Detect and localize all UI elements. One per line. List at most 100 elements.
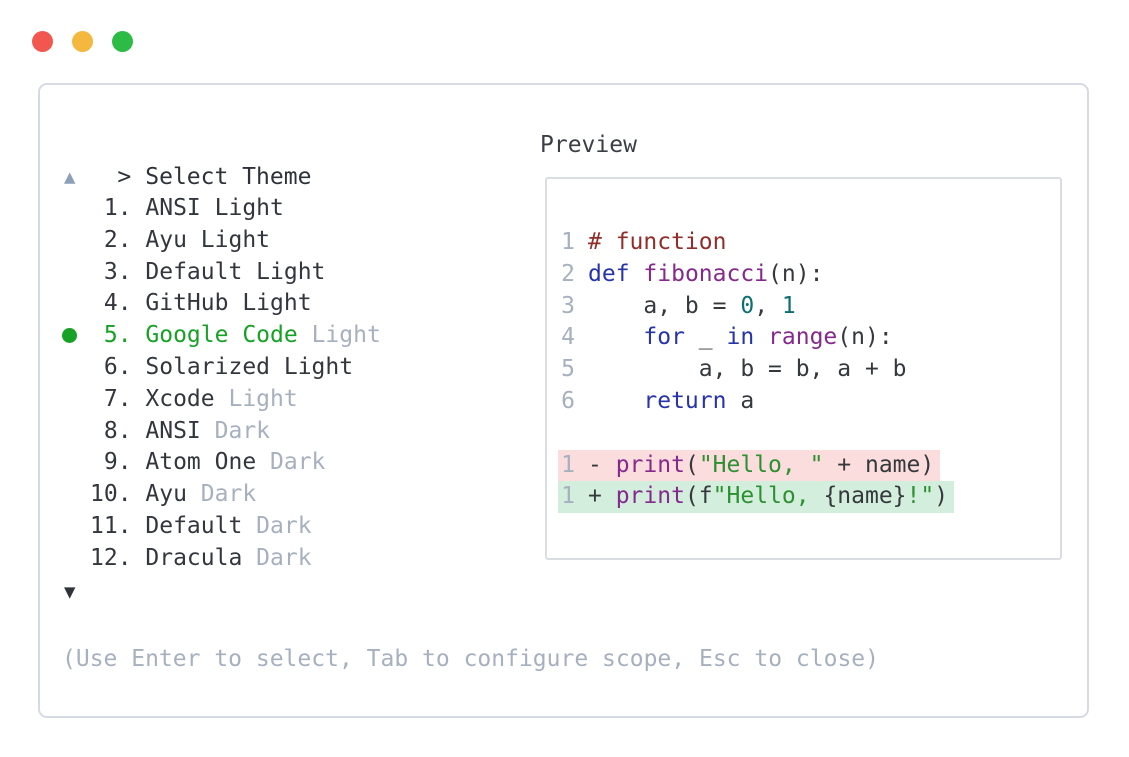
- code-token: -: [588, 451, 616, 478]
- item-number: 6.: [90, 353, 146, 380]
- code-token: ,: [754, 292, 782, 319]
- item-name: Ayu: [145, 481, 187, 508]
- item-name: Default Light: [145, 258, 326, 285]
- minimize-button[interactable]: [72, 31, 93, 52]
- code-token: [588, 324, 643, 350]
- theme-list-item[interactable]: 2. Ayu Light: [62, 225, 381, 257]
- preview-title: Preview: [540, 132, 637, 158]
- code-line: 1# function: [558, 227, 732, 259]
- line-number: 6: [561, 387, 575, 414]
- theme-list-item[interactable]: 4. GitHub Light: [62, 288, 381, 320]
- code-line: 4 for _ in range(n):: [558, 322, 899, 354]
- item-number: 3.: [90, 258, 146, 285]
- line-number: 4: [561, 324, 575, 351]
- code-token: a, b = b, a + b: [588, 356, 907, 383]
- item-number: 5.: [90, 322, 146, 349]
- code-token: {name}: [823, 483, 907, 510]
- code-token: 1: [781, 292, 796, 319]
- item-name: Atom One: [145, 449, 257, 476]
- theme-list-item[interactable]: 1. ANSI Light: [62, 193, 381, 225]
- item-name: Solarized Light: [145, 353, 354, 380]
- code-token: print: [615, 451, 685, 478]
- theme-list: 1. ANSI Light 2. Ayu Light 3. Default Li…: [62, 193, 381, 575]
- code-token: "Hello, ": [698, 451, 824, 478]
- code-token: (n):: [768, 260, 824, 287]
- theme-list-item[interactable]: 3. Default Light: [62, 257, 381, 289]
- code-token: [588, 388, 643, 414]
- scroll-down-icon[interactable]: ▼: [64, 576, 75, 608]
- code-token: "Hello,: [712, 483, 824, 510]
- code-line: 1+ print(f"Hello, {name}!"): [558, 481, 955, 514]
- item-name: GitHub Light: [145, 290, 312, 317]
- theme-list-item[interactable]: 10. Ayu Dark: [62, 479, 381, 511]
- code-token: a: [726, 387, 755, 414]
- line-number: 2: [561, 260, 575, 287]
- code-line: 3 a, b = 0, 1: [558, 291, 802, 323]
- line-number: 3: [561, 292, 575, 319]
- item-number: 12.: [90, 544, 146, 571]
- item-marker: [62, 320, 90, 352]
- code-token: def: [588, 260, 630, 287]
- code-line: 1- print("Hello, " + name): [558, 449, 941, 482]
- scroll-up-icon[interactable]: ▲: [64, 161, 75, 193]
- theme-list-item[interactable]: 9. Atom One Dark: [62, 447, 381, 479]
- code-token: for: [643, 324, 685, 351]
- item-variant: Dark: [200, 417, 271, 444]
- theme-picker-panel: > Select Theme ▲ 1. ANSI Light 2. Ayu Lig…: [38, 83, 1089, 718]
- code-token: (n):: [837, 324, 893, 351]
- code-token: + name): [823, 451, 935, 478]
- item-name: Google Code: [145, 322, 298, 349]
- theme-list-item[interactable]: 12. Dracula Dark: [62, 543, 381, 575]
- item-variant: Dark: [256, 449, 326, 476]
- code-token: return: [643, 387, 727, 414]
- code-line: 2 def fibonacci(n):: [558, 259, 829, 291]
- theme-list-item[interactable]: 11. Default Dark: [62, 511, 381, 543]
- code-token: _: [684, 324, 727, 351]
- code-token: ): [934, 483, 949, 510]
- item-variant: Dark: [242, 544, 312, 571]
- line-number: 1: [561, 229, 575, 255]
- selected-dot-icon: [62, 328, 77, 344]
- code-token: range: [768, 324, 838, 351]
- item-number: 8.: [90, 417, 146, 444]
- code-token: a, b =: [588, 292, 741, 319]
- prompt-chevron-icon: >: [117, 164, 132, 190]
- item-variant: Light: [214, 385, 298, 412]
- code-line: [558, 418, 607, 450]
- item-name: ANSI Light: [145, 195, 284, 221]
- line-number: 1: [561, 451, 575, 478]
- code-token: print: [615, 483, 685, 510]
- code-token: +: [588, 483, 616, 510]
- code-line: 5 a, b = b, a + b: [558, 354, 913, 386]
- code-token: !": [906, 483, 935, 510]
- item-variant: Dark: [186, 481, 257, 508]
- item-number: 10.: [90, 481, 146, 508]
- code-line: 6 return a: [558, 386, 760, 418]
- help-text: (Use Enter to select, Tab to configure s…: [62, 646, 879, 672]
- item-number: 4.: [90, 290, 146, 317]
- item-number: 9.: [90, 449, 146, 476]
- zoom-button[interactable]: [112, 31, 133, 52]
- line-number: 5: [561, 356, 575, 383]
- prompt-title: Select Theme: [145, 164, 312, 190]
- theme-list-item-selected[interactable]: 5. Google Code Light: [62, 320, 381, 352]
- item-name: Default: [145, 512, 243, 539]
- code-token: in: [726, 324, 755, 351]
- code-token: fibonacci: [643, 260, 769, 287]
- theme-list-item[interactable]: 8. ANSI Dark: [62, 416, 381, 448]
- theme-list-item[interactable]: 7. Xcode Light: [62, 384, 381, 416]
- item-name: Dracula: [145, 544, 243, 571]
- item-variant: Dark: [242, 512, 312, 539]
- line-number: 1: [561, 483, 575, 510]
- close-button[interactable]: [32, 31, 53, 52]
- item-name: Xcode: [145, 385, 215, 412]
- code-token: [754, 324, 768, 350]
- window-controls: [32, 31, 133, 52]
- item-name: ANSI: [145, 417, 201, 444]
- item-name: Ayu Light: [145, 226, 271, 253]
- item-number: 11.: [90, 512, 146, 539]
- code-token: 0: [740, 292, 755, 319]
- theme-list-item[interactable]: 6. Solarized Light: [62, 352, 381, 384]
